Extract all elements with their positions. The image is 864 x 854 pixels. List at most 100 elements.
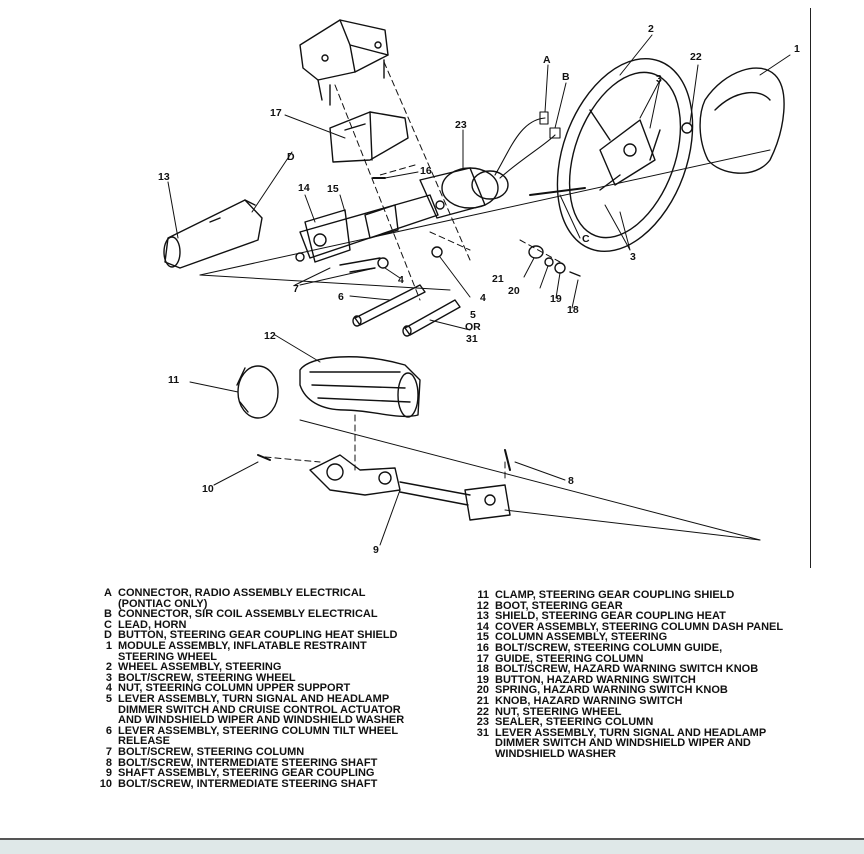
legend-entry: 19 BUTTON, HAZARD WARNING SWITCH xyxy=(473,673,813,686)
legend-text: LEAD, HORN xyxy=(118,618,187,631)
legend-text: BOLT/SCREW, STEERING COLUMN GUIDE, xyxy=(495,641,723,654)
steering-column-body xyxy=(299,167,509,263)
legend-text: BOLT/SCREW, HAZARD WARNING SWITCH KNOB xyxy=(495,663,759,676)
legend-entry: 22 NUT, STEERING WHEEL xyxy=(473,705,813,718)
legend-entry: 18 BOLT/SCREW, HAZARD WARNING SWITCH KNOB xyxy=(473,664,813,675)
callout-23: 23 xyxy=(455,119,467,131)
legend-text: SHIELD, STEERING GEAR COUPLING HEAT xyxy=(495,610,726,623)
callout-11: 11 xyxy=(168,374,179,386)
steering-column-guide xyxy=(329,111,409,163)
legend-key: 11 xyxy=(477,589,489,601)
column-bolts xyxy=(295,246,443,273)
legend-text: NUT, STEERING COLUMN UPPER SUPPORT xyxy=(118,682,351,695)
legend-text: LEVER ASSEMBLY, TURN SIGNAL AND HEADLAMP… xyxy=(495,726,767,760)
legend-entry: 20 SPRING, HAZARD WARNING SWITCH KNOB xyxy=(473,685,813,696)
legend-key: 7 xyxy=(105,745,112,758)
steering-wheel xyxy=(556,57,694,253)
legend-key: 16 xyxy=(476,641,489,654)
legend-entry: 16 BOLT/SCREW, STEERING COLUMN GUIDE, xyxy=(473,643,813,654)
assembly-guide-lines xyxy=(264,61,561,481)
callout-13: 13 xyxy=(158,171,170,183)
legend-text: SPRING, HAZARD WARNING SWITCH KNOB xyxy=(495,684,728,697)
callout-19: 19 xyxy=(550,293,562,305)
legend-entry: 10 BOLT/SCREW, INTERMEDIATE STEERING SHAF… xyxy=(96,777,446,790)
shaft-bolt-upper xyxy=(504,449,511,471)
callout-1: 1 xyxy=(794,43,800,55)
leader-lines xyxy=(167,34,791,546)
legend-key: 10 xyxy=(99,777,112,790)
upper-support-bracket xyxy=(299,19,389,106)
legend-key: 15 xyxy=(476,631,489,644)
legend-key: 3 xyxy=(105,671,112,684)
legend-text: SHAFT ASSEMBLY, STEERING GEAR COUPLING xyxy=(118,767,375,780)
legend-key: 31 xyxy=(476,726,489,739)
legend-entry: 1 MODULE ASSEMBLY, INFLATABLE RESTRAINT S… xyxy=(96,639,446,663)
callout-7: 7 xyxy=(293,283,299,295)
legend-text: KNOB, HAZARD WARNING SWITCH xyxy=(495,694,683,707)
callout-D: D xyxy=(287,151,295,163)
legend-key: 14 xyxy=(476,620,489,633)
callout-12: 12 xyxy=(264,330,276,342)
legend-key: C xyxy=(104,618,112,631)
callout-6: 6 xyxy=(338,291,344,303)
legend-text: CONNECTOR, RADIO ASSEMBLY ELECTRICAL (PO… xyxy=(118,587,366,610)
legend-text: BOLT/SCREW, STEERING COLUMN xyxy=(118,745,305,758)
legend-key: A xyxy=(104,587,112,599)
callout-C: C xyxy=(582,233,590,245)
legend-entry: 7 BOLT/SCREW, STEERING COLUMN xyxy=(96,747,446,758)
legend-entry: C LEAD, HORN xyxy=(96,618,446,631)
legend-text: NUT, STEERING WHEEL xyxy=(495,705,622,718)
callout-3-lower: 3 xyxy=(630,251,636,263)
coupling-heat-shield xyxy=(163,199,263,269)
legend-text: BUTTON, HAZARD WARNING SWITCH xyxy=(495,673,696,686)
callout-8: 8 xyxy=(568,475,574,487)
legend-entry: 11 CLAMP, STEERING GEAR COUPLING SHIELD xyxy=(473,590,813,601)
alignment-lines xyxy=(199,149,771,541)
legend-text: MODULE ASSEMBLY, INFLATABLE RESTRAINT ST… xyxy=(118,639,367,663)
legend-key: 1 xyxy=(105,639,112,652)
legend-text: LEVER ASSEMBLY, TURN SIGNAL AND HEADLAMP… xyxy=(118,692,405,727)
legend-key: 4 xyxy=(105,682,112,695)
legend-text: CLAMP, STEERING GEAR COUPLING SHIELD xyxy=(495,589,735,601)
callout-20: 20 xyxy=(508,285,520,297)
legend-key: 18 xyxy=(476,663,489,676)
callout-16: 16 xyxy=(420,165,432,177)
callout-22: 22 xyxy=(690,51,702,63)
legend-text: COVER ASSEMBLY, STEERING COLUMN DASH PAN… xyxy=(495,620,784,633)
steering-gear-boot xyxy=(299,356,421,418)
legend-text: CONNECTOR, SIR COIL ASSEMBLY ELECTRICAL xyxy=(118,608,378,621)
callout-or: OR xyxy=(465,321,481,333)
legend-key: 12 xyxy=(476,599,489,612)
legend-key: 5 xyxy=(105,692,112,705)
right-border-rule xyxy=(810,8,811,568)
legend-key: 22 xyxy=(476,705,489,718)
callout-15: 15 xyxy=(327,183,339,195)
steering-wheel-nut xyxy=(681,122,693,134)
shaft-bolt-lower xyxy=(257,454,271,461)
legend-key: D xyxy=(104,629,112,642)
legend-key: 8 xyxy=(105,756,112,769)
callout-3-upper: 3 xyxy=(656,73,662,85)
legend-key: 17 xyxy=(476,652,489,665)
steering-column-exploded-view: A B C D 1 2 3 3 4 4 5 OR 31 6 7 8 9 10 1… xyxy=(158,19,800,556)
callout-17: 17 xyxy=(270,107,282,119)
intermediate-steering-shaft xyxy=(309,454,511,521)
wiring-harness xyxy=(494,111,561,179)
legend-key: 19 xyxy=(476,673,489,686)
legend-text: BOLT/SCREW, INTERMEDIATE STEERING SHAFT xyxy=(118,777,378,790)
legend-key: 20 xyxy=(476,684,489,697)
hazard-switch-parts xyxy=(528,245,581,277)
callout-21: 21 xyxy=(492,273,504,285)
